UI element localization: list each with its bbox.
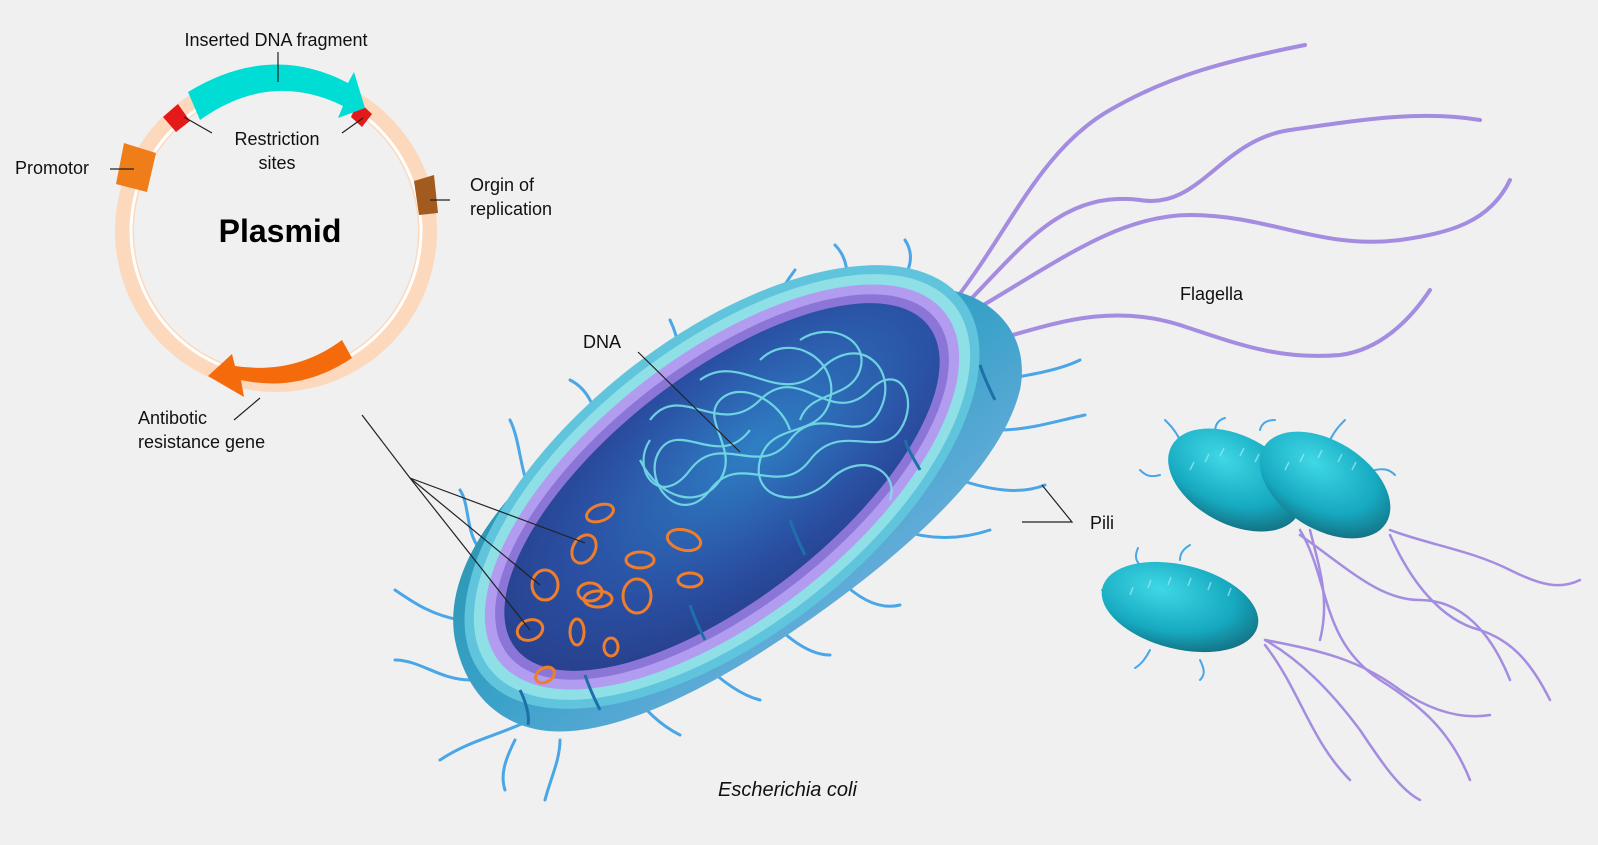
inner-plasmid bbox=[534, 665, 556, 685]
restriction-sites-label-line2: sites bbox=[258, 153, 295, 173]
inner-plasmid bbox=[515, 618, 545, 642]
small-flagellum bbox=[1308, 528, 1326, 642]
species-label: Escherichia coli bbox=[718, 779, 858, 801]
plasmid-ring-inner bbox=[134, 89, 418, 373]
small-bacterium bbox=[1259, 431, 1391, 539]
small-pilus bbox=[1259, 419, 1276, 431]
small-bacteria-texture bbox=[1129, 447, 1357, 597]
inner-plasmids bbox=[515, 502, 704, 685]
plasmid-leader-branch bbox=[409, 477, 586, 544]
antibiotic-label-line2: resistance gene bbox=[138, 432, 265, 452]
pilus bbox=[958, 478, 1047, 492]
membrane-pore bbox=[688, 604, 707, 641]
pilus bbox=[501, 738, 517, 792]
dna-strand bbox=[757, 346, 893, 501]
restriction-leader-right bbox=[341, 117, 364, 134]
antibiotic-resistance-segment bbox=[208, 340, 352, 397]
dna-strand bbox=[649, 378, 910, 506]
small-flagellum bbox=[1263, 638, 1492, 718]
flagellum bbox=[953, 43, 1307, 302]
small-flagellum bbox=[1388, 528, 1582, 587]
membrane-pores bbox=[518, 364, 997, 726]
dna-strand bbox=[639, 390, 792, 499]
inner-plasmid bbox=[530, 568, 560, 602]
small-flagellum bbox=[1263, 638, 1422, 802]
dna-strand bbox=[798, 330, 863, 421]
bacterium-leaders bbox=[361, 351, 1074, 631]
antibiotic-label-line1: Antibotic bbox=[138, 408, 207, 428]
inner-plasmid bbox=[570, 533, 598, 565]
small-pilus bbox=[1329, 419, 1346, 441]
small-flagella bbox=[1263, 528, 1582, 802]
plasmid-diagram: Plasmid Inserted DNA fragment Restrictio… bbox=[15, 30, 552, 452]
inner-plasmid bbox=[582, 589, 614, 609]
membrane-pore bbox=[788, 519, 807, 556]
small-pilus bbox=[1199, 659, 1205, 681]
flagellum bbox=[973, 288, 1432, 358]
restriction-sites-label-line1: Restriction bbox=[234, 129, 319, 149]
antibiotic-leader bbox=[233, 397, 261, 421]
membrane-pore bbox=[518, 689, 530, 726]
inner-plasmid bbox=[665, 527, 703, 553]
texture-mark bbox=[1189, 447, 1260, 471]
small-pilus bbox=[1134, 547, 1141, 566]
membrane-pore bbox=[583, 674, 602, 711]
small-flagellum bbox=[1298, 528, 1472, 782]
inner-plasmid bbox=[602, 636, 620, 658]
flagella-label: Flagella bbox=[1180, 284, 1244, 304]
pilus bbox=[543, 738, 562, 802]
flagellum bbox=[963, 113, 1482, 307]
flagella-group bbox=[953, 43, 1512, 358]
texture-mark bbox=[1284, 449, 1357, 471]
origin-segment bbox=[414, 175, 438, 215]
small-pilus bbox=[1134, 649, 1151, 669]
dna-strand bbox=[642, 352, 887, 488]
texture-mark bbox=[1129, 576, 1232, 597]
plasmid-leader-branch bbox=[409, 477, 541, 586]
chromosomal-dna bbox=[639, 330, 910, 506]
dna-leader bbox=[637, 351, 741, 453]
promotor-label: Promotor bbox=[15, 158, 89, 178]
bacterium bbox=[393, 238, 1087, 802]
dna-label: DNA bbox=[583, 332, 621, 352]
pilus bbox=[998, 413, 1087, 432]
small-bacteria-group bbox=[1101, 417, 1582, 802]
plasmid-leader-main bbox=[361, 414, 411, 479]
small-pilus bbox=[1139, 469, 1161, 478]
promotor-segment bbox=[116, 143, 156, 192]
pili-label: Pili bbox=[1090, 513, 1114, 533]
pilus bbox=[393, 658, 472, 682]
origin-label-line1: Orgin of bbox=[470, 175, 535, 195]
pili-leader bbox=[1022, 484, 1074, 523]
inner-plasmid bbox=[568, 617, 586, 647]
pilus bbox=[458, 488, 482, 552]
membrane-pore bbox=[903, 439, 922, 471]
small-pilus bbox=[1179, 544, 1191, 561]
small-pilus bbox=[1374, 468, 1396, 476]
small-bacterium bbox=[1101, 561, 1259, 653]
flagellum bbox=[973, 178, 1512, 312]
inner-plasmid bbox=[676, 571, 704, 589]
restriction-leader-left bbox=[183, 116, 213, 134]
origin-label-line2: replication bbox=[470, 199, 552, 219]
plasmid-title: Plasmid bbox=[219, 213, 342, 249]
restriction-site-left bbox=[163, 104, 190, 132]
pilus bbox=[393, 588, 462, 622]
membrane-pore bbox=[978, 364, 997, 401]
small-flagellum bbox=[1263, 643, 1352, 782]
inner-plasmid bbox=[585, 502, 615, 524]
small-pilus bbox=[1164, 419, 1181, 441]
small-flagellum bbox=[1298, 533, 1512, 682]
small-flagellum bbox=[1388, 533, 1552, 702]
plasmid-leader-branch bbox=[409, 477, 531, 631]
inserted-dna-label: Inserted DNA fragment bbox=[184, 30, 367, 50]
inner-plasmid bbox=[621, 577, 653, 615]
inserted-dna-segment bbox=[188, 64, 365, 120]
inner-plasmid bbox=[624, 550, 656, 570]
